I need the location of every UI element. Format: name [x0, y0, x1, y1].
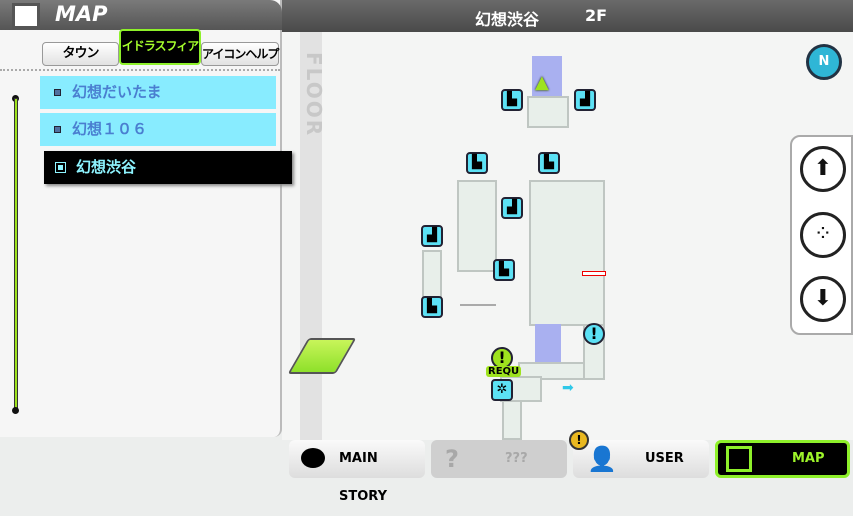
floor-watermark: FLOOR — [302, 52, 326, 138]
compass-icon: N — [806, 44, 842, 80]
tab-town[interactable]: タウン — [42, 42, 119, 66]
unknown-label: ??? — [505, 451, 528, 466]
tab-idrasphere[interactable]: イドラスフィア — [119, 29, 201, 65]
speech-bubble-icon — [301, 448, 325, 468]
room — [527, 96, 569, 128]
player-marker-icon: ▲ — [535, 72, 549, 93]
panel-header — [0, 0, 282, 30]
room — [422, 250, 442, 300]
stairs-down-icon[interactable]: ▙ — [501, 89, 523, 111]
floor-up-button[interactable]: ⬆ — [800, 146, 846, 192]
room — [529, 180, 605, 326]
center-button[interactable]: ⁘ — [800, 212, 846, 258]
location-header: 幻想渋谷 2F — [280, 0, 853, 32]
area-label: 幻想だいたま — [72, 83, 162, 101]
stairs-up-icon[interactable]: ▟ — [421, 225, 443, 247]
room — [502, 400, 522, 440]
corridor — [535, 324, 561, 364]
stairs-up-icon[interactable]: ▟ — [574, 89, 596, 111]
arrow-right-icon: ➡ — [562, 380, 574, 396]
stairs-down-icon[interactable]: ▙ — [421, 296, 443, 318]
question-icon: ? — [445, 445, 459, 473]
main-story-label: MAIN STORY — [339, 451, 387, 504]
area-label: 幻想１０６ — [72, 120, 148, 138]
user-button[interactable]: 👤 USER — [573, 440, 709, 478]
bullet-icon — [54, 126, 61, 133]
area-item-selected[interactable]: 幻想渋谷 — [44, 151, 292, 184]
door — [582, 271, 606, 276]
area-item[interactable]: 幻想１０６ — [40, 113, 276, 146]
divider — [460, 304, 496, 306]
stairs-up-icon[interactable]: ▟ — [501, 197, 523, 219]
main-story-button[interactable]: MAIN STORY — [289, 440, 425, 504]
area-label: 幻想渋谷 — [76, 158, 137, 176]
bullet-icon — [54, 89, 61, 96]
stairs-down-icon[interactable]: ▙ — [493, 259, 515, 281]
request-label: REQU — [486, 366, 522, 377]
stairs-down-icon[interactable]: ▙ — [538, 152, 560, 174]
user-icon: 👤 — [587, 445, 617, 473]
map-label: MAP — [792, 451, 825, 466]
corridor — [532, 56, 562, 100]
location-name: 幻想渋谷 — [475, 10, 540, 29]
floor-down-button[interactable]: ⬇ — [800, 276, 846, 322]
alert-icon[interactable]: ! — [583, 323, 605, 345]
map-icon — [726, 446, 752, 472]
area-item[interactable]: 幻想だいたま — [40, 76, 276, 109]
map-icon — [12, 3, 40, 29]
divider — [0, 69, 280, 71]
tab-icon-help[interactable]: アイコンヘルプ — [201, 42, 279, 66]
panel-title: MAP — [55, 2, 108, 26]
stairs-down-icon[interactable]: ▙ — [466, 152, 488, 174]
map-panel: MAP タウン イドラスフィア アイコンヘルプ 幻想だいたま 幻想１０６ 幻想渋… — [0, 0, 292, 437]
scroll-bottom — [12, 407, 19, 414]
floor-number: 2F — [585, 6, 608, 25]
user-label: USER — [645, 451, 684, 466]
portal-icon[interactable]: ✲ — [491, 379, 513, 401]
map-button[interactable]: MAP — [715, 440, 850, 478]
bullet-icon — [55, 162, 66, 173]
user-alert-icon: ! — [569, 430, 589, 450]
unknown-button: ???? — [431, 440, 567, 478]
list-scrollbar[interactable] — [14, 98, 18, 410]
room — [457, 180, 497, 272]
compass-label: N — [818, 54, 830, 69]
